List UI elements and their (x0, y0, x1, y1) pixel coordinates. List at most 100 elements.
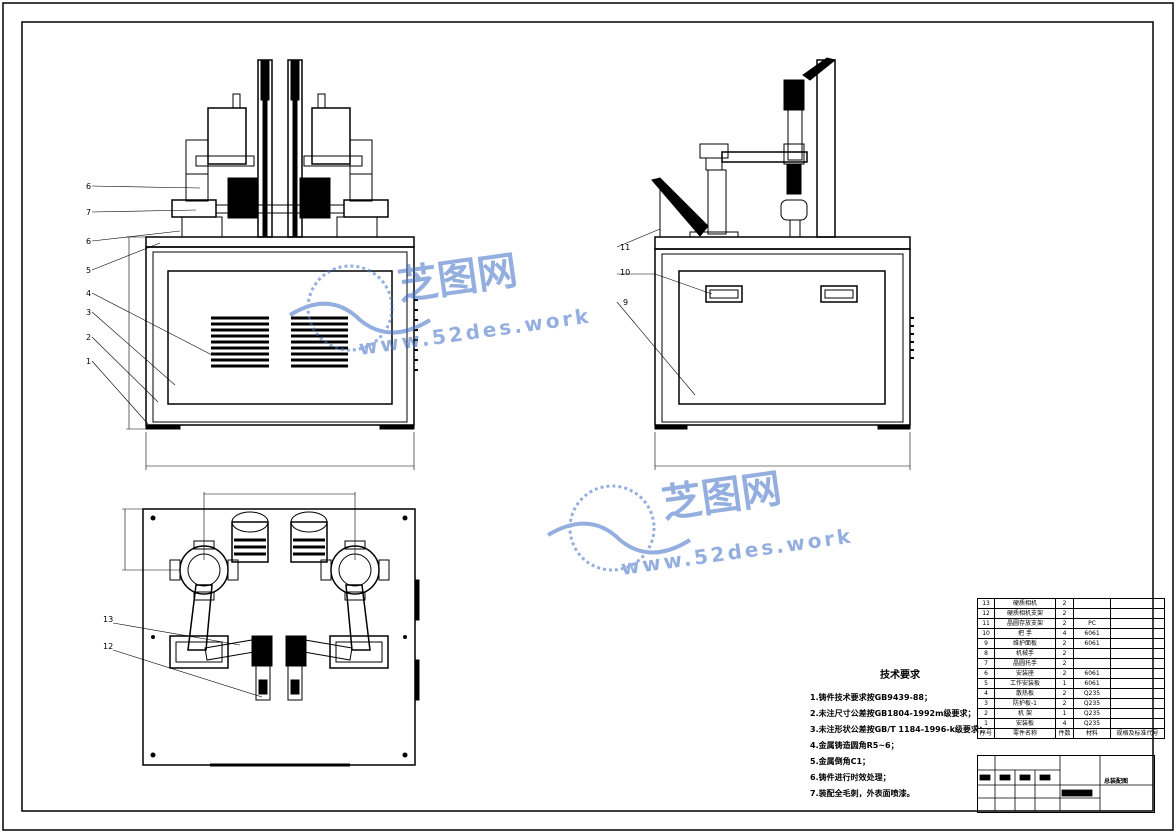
vent-slots-right (291, 316, 348, 368)
tech-item: 5.金属倒角C1； (810, 757, 871, 766)
callout-front-6: 2 (86, 333, 91, 342)
callout-front-5: 3 (86, 308, 91, 317)
title-block-lines (977, 755, 1153, 811)
bom-cell: 5 (976, 678, 996, 689)
bom-header-row: 序号零件名称件数材料规格及标准代号 (976, 728, 1166, 739)
bom-cell: 1 (1055, 708, 1075, 719)
tech-item: 1.铸件技术要求按GB9439-88； (810, 693, 932, 702)
bom-cell: 件数 (1055, 728, 1075, 739)
tech-item: 3.未注形状公差按GB/T 1184-1996-k级要求； (810, 725, 987, 734)
bom-cell: 序号 (976, 728, 996, 739)
top-view (122, 492, 420, 767)
bom-cell (1110, 598, 1166, 609)
bom-cell: 安装座 (994, 668, 1057, 679)
bom-cell (1110, 658, 1166, 669)
technical-requirements: 技术要求 1.铸件技术要求按GB9439-88； 2.未注尺寸公差按GB1804… (810, 668, 987, 802)
bom-cell: 2 (1055, 658, 1075, 669)
bom-cell: 2 (1055, 608, 1075, 619)
bom-cell: 晶圆托手 (994, 658, 1057, 669)
bom-cell (1073, 598, 1112, 609)
bom-cell: 维护面板 (994, 638, 1057, 649)
bom-cell: 硬质相机 (994, 598, 1057, 609)
bom-cell: 2 (976, 708, 996, 719)
bom-cell: 6061 (1073, 628, 1112, 639)
bom-cell: 6061 (1073, 638, 1112, 649)
bom-cell (1110, 648, 1166, 659)
watermark-globe-icon (568, 484, 656, 572)
bom-cell: 把 手 (994, 628, 1057, 639)
vent-slots-left (211, 316, 269, 368)
bom-cell: 机 架 (994, 708, 1057, 719)
bom-cell: 6 (976, 668, 996, 679)
front-view (126, 59, 418, 470)
bom-cell: Q235 (1073, 718, 1112, 729)
bom-cell: Q235 (1073, 688, 1112, 699)
bom-cell (1110, 668, 1166, 679)
bom-cell: 12 (976, 608, 996, 619)
bom-cell (1073, 608, 1112, 619)
watermark-2: 芝图网 www.52des.work (546, 466, 855, 580)
callout-top-0: 13 (103, 615, 113, 624)
bom-cell: 8 (976, 648, 996, 659)
callout-front-2: 6 (86, 237, 91, 246)
bom-cell: 安装板 (994, 718, 1057, 729)
callout-side-2: 9 (623, 298, 628, 307)
callout-front-3: 5 (86, 266, 91, 275)
tech-item: 6.铸件进行时效处理； (810, 773, 891, 782)
bom-cell: Q235 (1073, 708, 1112, 719)
bom-cell: 10 (976, 628, 996, 639)
bom-cell: 散热板 (994, 688, 1057, 699)
bom-cell: 4 (1055, 628, 1075, 639)
tech-item: 4.金属铸造圆角R5~6； (810, 741, 899, 750)
bom-cell: 防护板-1 (994, 698, 1057, 709)
bom-cell (1110, 688, 1166, 699)
bom-cell: 晶圆存放支架 (994, 618, 1057, 629)
bom-cell: PC (1073, 618, 1112, 629)
bom-cell: 规格及标准代号 (1110, 728, 1166, 739)
drawing-name: 总装配图 (1104, 778, 1129, 785)
bom-cell: 2 (1055, 668, 1075, 679)
bom-cell (1073, 658, 1112, 669)
bom-cell (1110, 638, 1166, 649)
callout-front-4: 4 (86, 289, 91, 298)
inner-border (21, 21, 1154, 812)
callout-side-0: 11 (620, 243, 630, 252)
watermark-url: www.52des.work (619, 524, 854, 580)
bom-cell (1110, 708, 1166, 719)
bom-cell: 工作安装板 (994, 678, 1057, 689)
bom-cell (1110, 628, 1166, 639)
bom-cell: 零件名称 (994, 728, 1057, 739)
front-callout-leaders (91, 185, 213, 425)
top-callout-leaders (112, 622, 263, 698)
callout-front-7: 1 (86, 357, 91, 366)
callout-top-1: 12 (103, 642, 113, 651)
tech-item: 7.装配全毛刺，外表面喷漆。 (810, 789, 915, 798)
bom-cell (1110, 618, 1166, 629)
bom-cell (1110, 678, 1166, 689)
bom-cell: 1 (1055, 678, 1075, 689)
bom-cell: 7 (976, 658, 996, 669)
tech-item: 2.未注尺寸公差按GB1804-1992m级要求； (810, 709, 976, 718)
tech-requirements-title: 技术要求 (880, 670, 920, 681)
callout-front-1: 7 (86, 208, 91, 217)
bom-cell: 11 (976, 618, 996, 629)
bom-cell: 13 (976, 598, 996, 609)
bom-cell: 机械手 (994, 648, 1057, 659)
bom-cell: 1 (976, 718, 996, 729)
side-view (651, 57, 914, 470)
